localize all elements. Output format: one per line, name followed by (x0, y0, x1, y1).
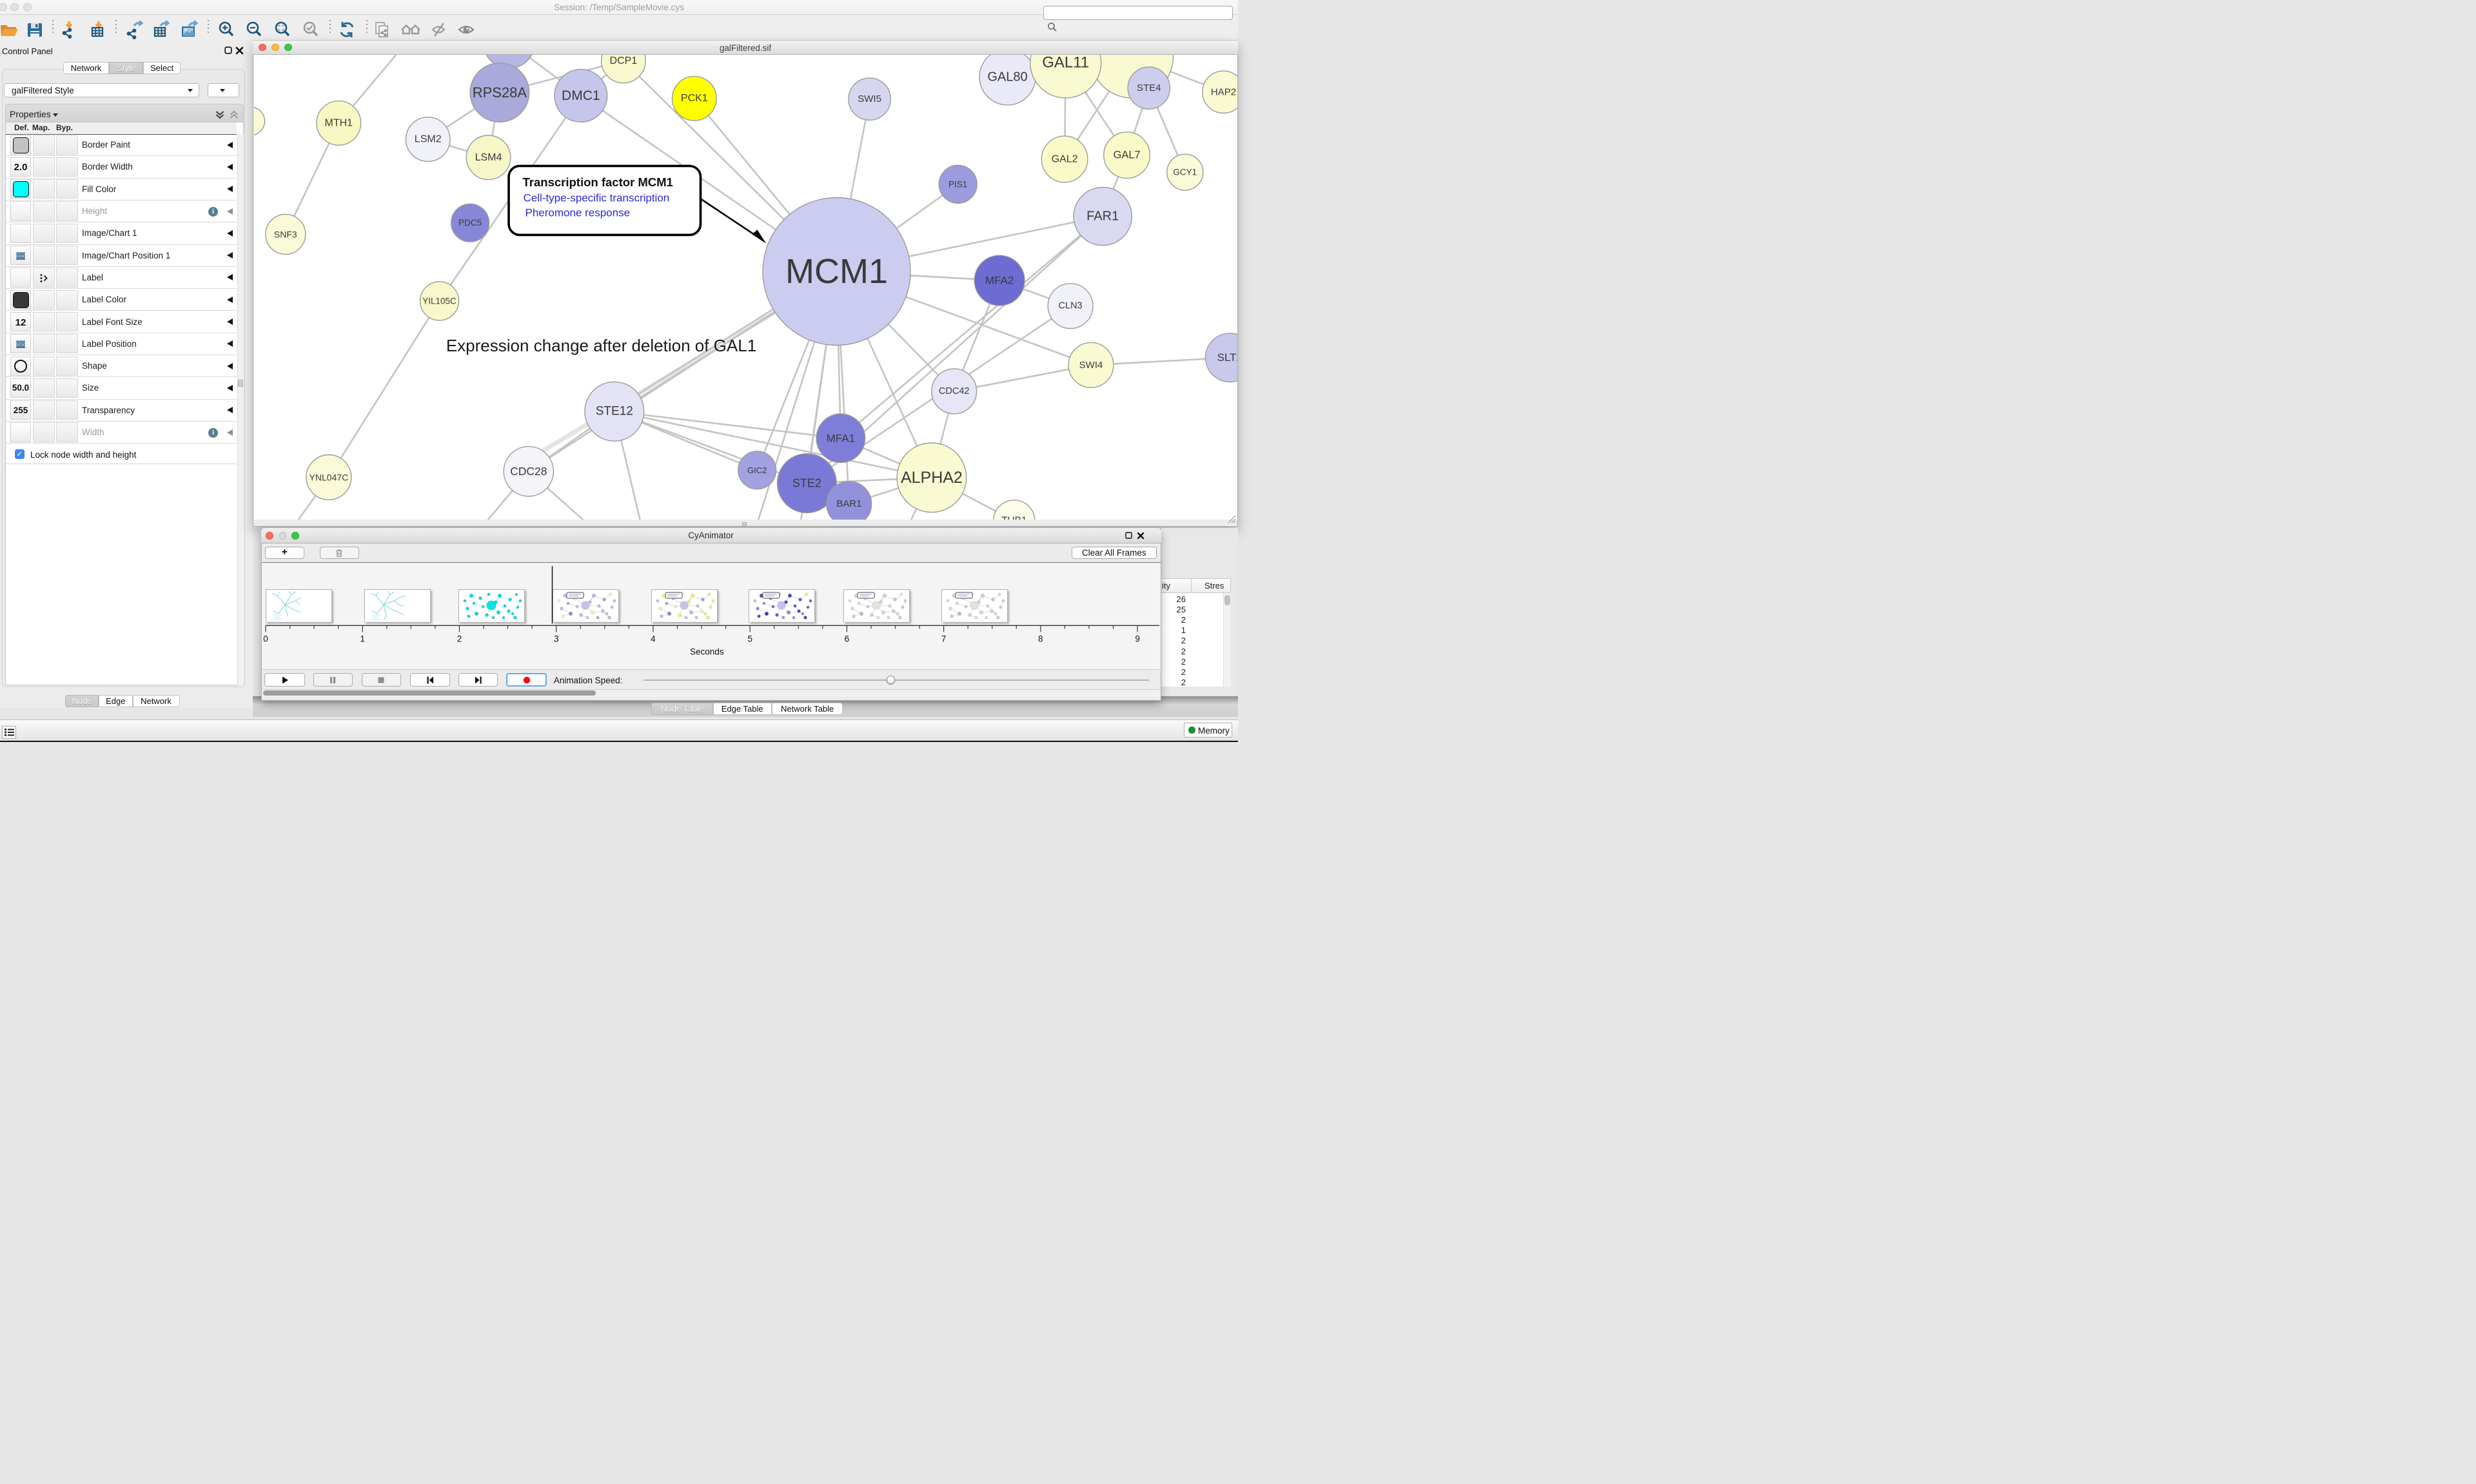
svg-text:ALPHA2: ALPHA2 (900, 469, 962, 487)
svg-text:PDC5: PDC5 (458, 218, 482, 228)
svg-text:Cell-type-specific transcripti: Cell-type-specific transcription (523, 192, 669, 204)
svg-text:LSM4: LSM4 (475, 152, 502, 163)
svg-text:STE4: STE4 (1137, 83, 1161, 93)
svg-text:GAL80: GAL80 (987, 70, 1027, 84)
svg-text:LSM2: LSM2 (414, 134, 441, 145)
svg-text:2: 2 (457, 634, 462, 643)
svg-text:DCP1: DCP1 (609, 55, 637, 66)
svg-text:9: 9 (1135, 634, 1140, 643)
svg-text:BAR1: BAR1 (836, 498, 861, 509)
svg-text:TUB1: TUB1 (1001, 515, 1027, 520)
svg-text:MFA1: MFA1 (826, 432, 854, 444)
svg-text:MTH1: MTH1 (324, 117, 353, 128)
svg-text:CDC28: CDC28 (510, 465, 547, 478)
svg-text:GCY1: GCY1 (1173, 168, 1197, 177)
svg-text:Seconds: Seconds (690, 647, 724, 656)
svg-text:YIL105C: YIL105C (422, 296, 457, 306)
svg-text:Transcription factor MCM1: Transcription factor MCM1 (522, 175, 673, 189)
svg-text:GAL2: GAL2 (1051, 153, 1077, 164)
svg-text:SWI4: SWI4 (1079, 360, 1103, 371)
svg-text:Pheromone response: Pheromone response (525, 207, 630, 219)
svg-text:MFA2: MFA2 (985, 275, 1013, 287)
svg-text:GAL7: GAL7 (1113, 150, 1140, 161)
svg-text:DMC1: DMC1 (562, 88, 600, 103)
svg-text:STE2: STE2 (792, 477, 821, 490)
svg-text:HAP2: HAP2 (1210, 86, 1235, 97)
svg-text:CDC42: CDC42 (938, 386, 969, 396)
svg-text:SWI5: SWI5 (858, 93, 881, 104)
svg-text:MCM1: MCM1 (785, 252, 888, 291)
svg-text:PCK1: PCK1 (680, 93, 707, 104)
svg-text:5: 5 (747, 634, 752, 643)
svg-text:STE12: STE12 (595, 405, 633, 418)
svg-text:1: 1 (360, 634, 365, 643)
svg-text:SLT2: SLT2 (1217, 351, 1237, 364)
svg-text:RPS28A: RPS28A (472, 84, 527, 101)
svg-text:8: 8 (1038, 634, 1043, 643)
svg-text:YNL047C: YNL047C (309, 472, 348, 482)
svg-text:GIC2: GIC2 (747, 465, 767, 475)
svg-text:3: 3 (553, 634, 558, 643)
svg-text:Expression change after deleti: Expression change after deletion of GAL1 (446, 336, 756, 355)
svg-text:SNF3: SNF3 (273, 229, 297, 239)
svg-text:7: 7 (941, 634, 946, 643)
svg-text:CLN3: CLN3 (1058, 301, 1082, 311)
svg-text:FAR1: FAR1 (1086, 210, 1119, 224)
svg-text:GAL11: GAL11 (1042, 55, 1089, 72)
svg-text:0: 0 (263, 634, 268, 643)
svg-text:4: 4 (651, 634, 656, 643)
svg-text:6: 6 (844, 634, 849, 643)
svg-text:PIS1: PIS1 (948, 179, 967, 189)
